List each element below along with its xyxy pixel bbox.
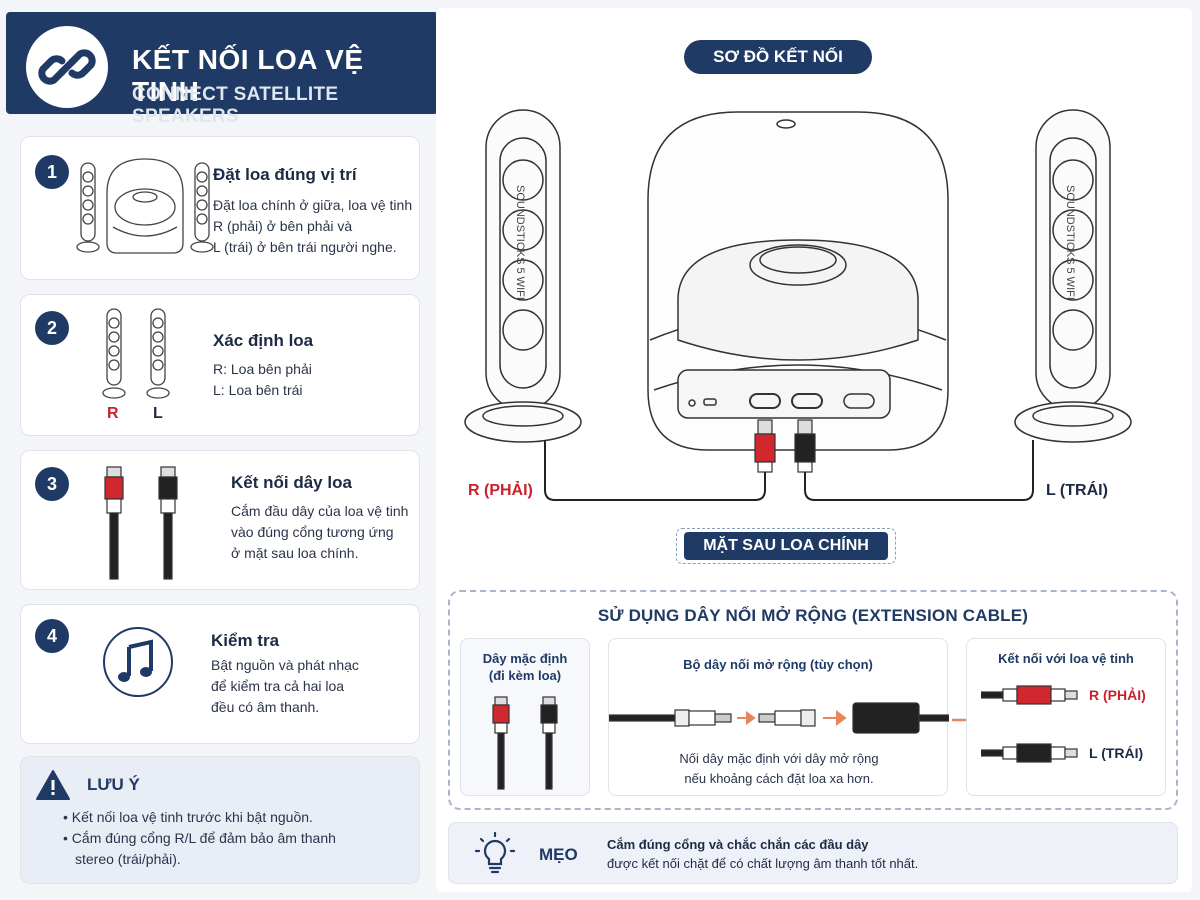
default-cable-plugs-icon — [492, 696, 558, 790]
step-text: Bật nguồn và phát nhạc để kiểm tra cả ha… — [211, 655, 359, 718]
satellite-connect-title: Kết nối với loa vệ tinh — [998, 651, 1134, 666]
step-card-1: 1 Đặt loa đúng vị trí Đặt loa chính ở gi… — [20, 136, 420, 280]
note-list: • Kết nối loa vệ tinh trước khi bật nguồ… — [63, 807, 336, 870]
step-text-line: L (trái) ở bên trái người nghe. — [213, 239, 397, 255]
link-icon — [38, 49, 96, 85]
note-item: stereo (trái/phải). — [75, 851, 181, 867]
tip-box: MẸO Cắm đúng cổng và chắc chắn các đầu d… — [448, 822, 1178, 884]
satellite-connect-card: Kết nối với loa vệ tinh R (PHẢI) L (TRÁI… — [966, 638, 1166, 796]
step-title: Kết nối dây loa — [231, 473, 352, 492]
extension-kit-title: Bộ dây nối mở rộng (tùy chọn) — [683, 657, 873, 672]
extension-cable-icon — [609, 702, 949, 734]
step-number: 2 — [35, 311, 69, 345]
connect-right-label: R (PHẢI) — [1089, 687, 1146, 703]
step-text-line: Cắm đầu dây của loa vệ tinh — [231, 503, 409, 519]
step-text: Đặt loa chính ở giữa, loa vệ tinh R (phả… — [213, 195, 412, 258]
connection-diagram: SOUNDSTICKS 5 WIFI SOUNDSTICKS 5 WIFI — [464, 109, 1132, 501]
step-text: R: Loa bên phải L: Loa bên trái — [213, 359, 312, 401]
step-text-line: L: Loa bên trái — [213, 382, 303, 398]
left-channel-label: L (TRÁI) — [1046, 482, 1108, 499]
black-plug-icon — [981, 743, 1078, 763]
tip-text-line: được kết nối chặt để có chất lượng âm th… — [607, 856, 919, 871]
header-icon-circle — [26, 26, 108, 108]
right-speaker-label: R — [107, 405, 119, 422]
left-speaker-label: L — [153, 405, 163, 422]
extension-kit-text-line: Nối dây mặc định với dây mở rộng — [679, 751, 879, 766]
step-card-3: 3 Kết nối dây loa Cắm đầu dây của loa vệ… — [20, 450, 420, 590]
warning-icon — [36, 770, 70, 800]
music-note-icon — [103, 627, 173, 697]
step-text-line: Đặt loa chính ở giữa, loa vệ tinh — [213, 197, 413, 213]
step-number: 3 — [35, 467, 69, 501]
step-text-line: R (phải) ở bên phải và — [213, 218, 353, 234]
step-number: 1 — [35, 155, 69, 189]
cable-plugs-icon — [104, 466, 178, 580]
step-text-line: R: Loa bên phải — [213, 361, 312, 377]
back-label-frame — [676, 528, 896, 564]
diagram-title: SƠ ĐỒ KẾT NỐI — [684, 40, 872, 74]
step-text-line: Bật nguồn và phát nhạc — [211, 657, 359, 673]
back-panel-label: MẶT SAU LOA CHÍNH — [684, 532, 888, 560]
note-item: • Kết nối loa vệ tinh trước khi bật nguồ… — [63, 809, 313, 825]
right-channel-label: R (PHẢI) — [468, 482, 533, 499]
note-title: LƯU Ý — [87, 775, 140, 794]
step-card-4: 4 Kiểm tra Bật nguồn và phát nhạc để kiể… — [20, 604, 420, 744]
speaker-brand-text: SOUNDSTICKS 5 WIFI — [1064, 185, 1076, 300]
extension-title: SỬ DỤNG DÂY NỐI MỞ RỘNG (EXTENSION CABLE… — [597, 606, 1029, 625]
step-number: 4 — [35, 619, 69, 653]
tip-text-line: Cắm đúng cổng và chắc chắn các đầu dây — [607, 837, 869, 852]
speaker-set-icon — [76, 158, 214, 254]
header-subtitle: CONNECT SATELLITE SPEAKERS — [132, 84, 339, 127]
satellite-pair-icon — [102, 308, 170, 399]
note-item: • Cắm đúng cổng R/L để đảm bảo âm thanh — [63, 830, 336, 846]
default-cable-card: Dây mặc định (đi kèm loa) — [460, 638, 590, 796]
step-title: Đặt loa đúng vị trí — [213, 165, 357, 184]
step-card-2: 2 R L Xác định loa R: Loa bên phải L: Lo… — [20, 294, 420, 436]
red-plug-icon — [981, 685, 1078, 705]
step-text-line: vào đúng cổng tương ứng — [231, 524, 394, 540]
tip-label: MẸO — [539, 845, 578, 864]
header-banner: KẾT NỐI LOA VỆ TINH CONNECT SATELLITE SP… — [6, 12, 438, 127]
step-title: Kiểm tra — [211, 631, 280, 650]
default-cable-title: Dây mặc định — [482, 651, 568, 666]
header-title: KẾT NỐI LOA VỆ TINH — [132, 44, 364, 107]
lightbulb-icon — [474, 831, 516, 874]
step-text-line: ở mặt sau loa chính. — [231, 545, 359, 561]
step-text-line: đều có âm thanh. — [211, 699, 320, 715]
extension-section — [448, 590, 1178, 810]
speaker-brand-text: SOUNDSTICKS 5 WIFI — [514, 185, 526, 300]
step-text-line: để kiểm tra cả hai loa — [211, 678, 345, 694]
step-title: Xác định loa — [213, 331, 314, 350]
step-text: Cắm đầu dây của loa vệ tinh vào đúng cổn… — [231, 501, 408, 564]
tip-text: Cắm đúng cổng và chắc chắn các đầu dây đ… — [607, 835, 918, 873]
extension-kit-card: Bộ dây nối mở rộng (tùy chọn) Nối dây mặ… — [608, 638, 949, 796]
extension-kit-text-line: nếu khoảng cách đặt loa xa hơn. — [684, 771, 874, 786]
extension-kit-text: Nối dây mặc định với dây mở rộng nếu kho… — [609, 749, 949, 789]
note-box: LƯU Ý • Kết nối loa vệ tinh trước khi bậ… — [20, 756, 420, 884]
default-cable-subtitle: (đi kèm loa) — [488, 668, 562, 683]
connect-left-label: L (TRÁI) — [1089, 745, 1144, 761]
